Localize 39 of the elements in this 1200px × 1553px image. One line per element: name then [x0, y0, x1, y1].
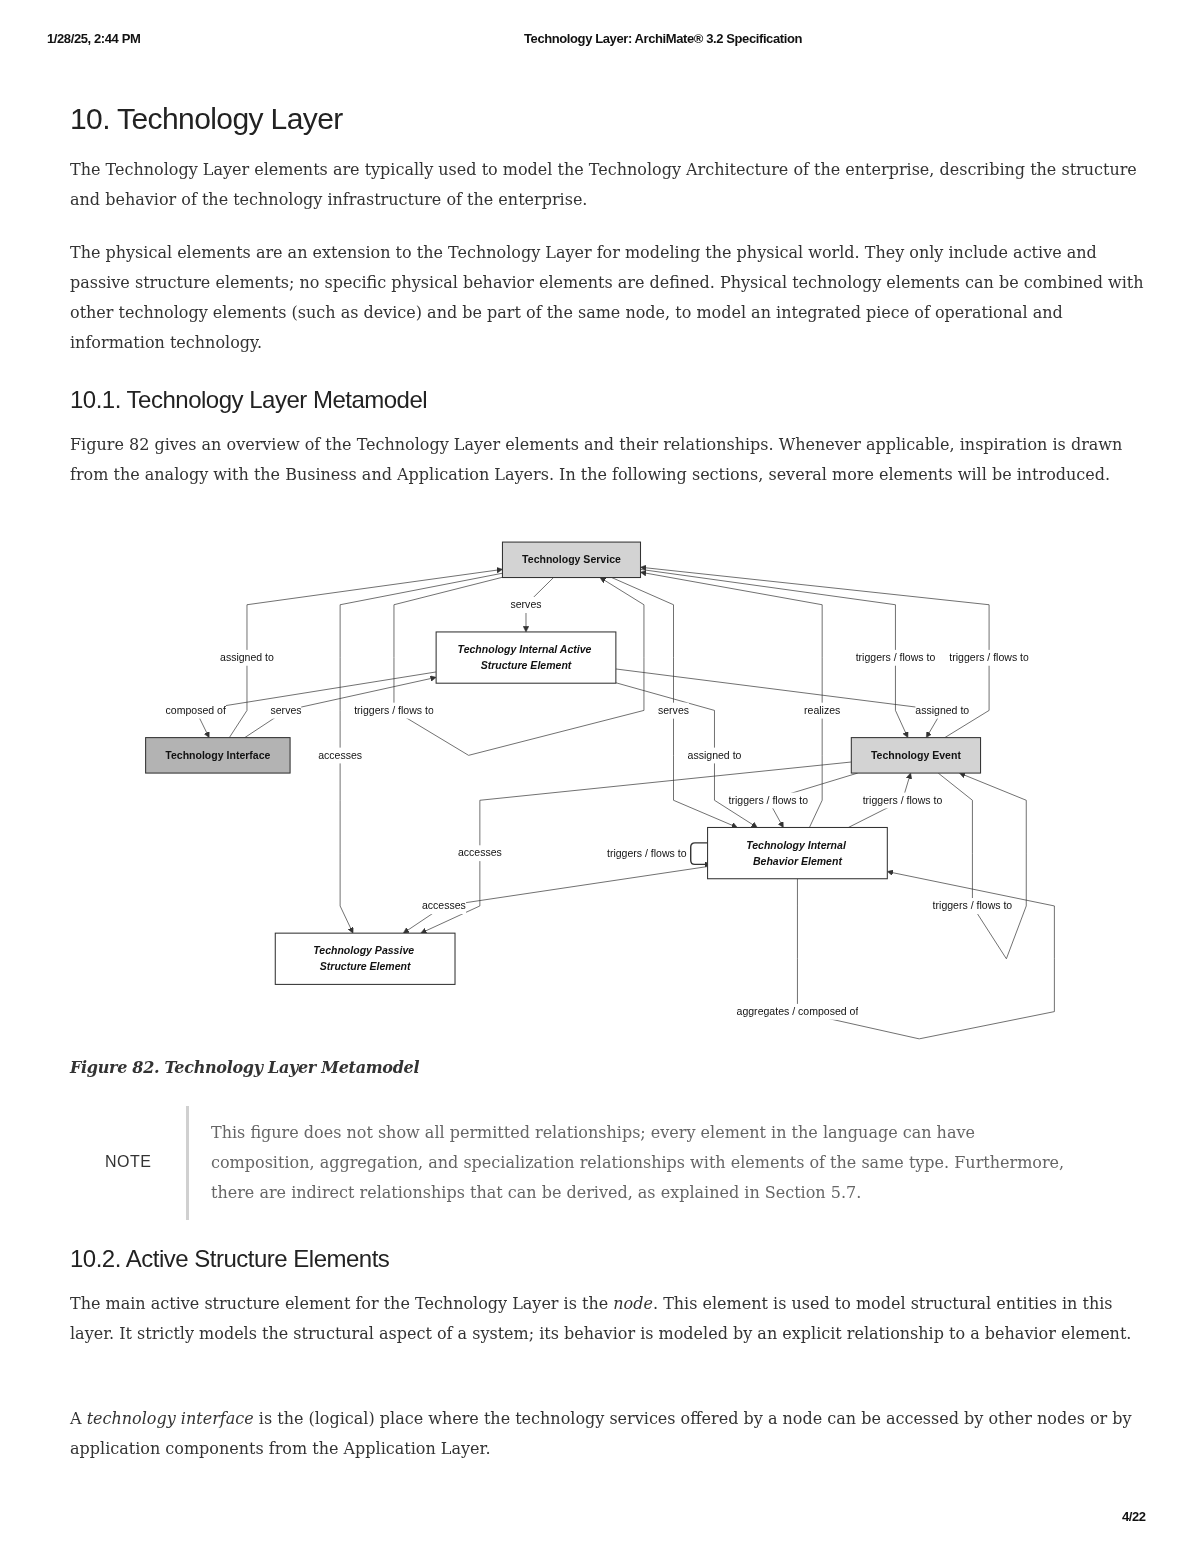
node-box: Technology Internal Active Structure Element: [435, 631, 617, 684]
section-heading: 10.2. Active Structure Elements: [70, 1245, 390, 1273]
section-heading: 10.1. Technology Layer Metamodel: [70, 386, 428, 414]
edge-label: triggers / flows to: [949, 651, 1029, 664]
page-number: 4/22: [1122, 1509, 1146, 1524]
edge-label: assigned to: [220, 651, 274, 664]
node-box: Technology Event: [850, 737, 982, 774]
edge-label: accesses: [457, 846, 502, 859]
edge-label: triggers / flows to: [862, 793, 943, 806]
paragraph: Figure 82 gives an overview of the Technology Layer elements and their relationships. Whenever applicable, inspiration is drawn from the analogy with the Business and Application Layers. In the following sections, several more elements will be introduced.: [70, 434, 1124, 486]
paragraph: A technology interface is the (logical) place where the technology services offered by a node can be accessed by other nodes or by application components from the Application Layer.: [70, 1408, 1133, 1460]
node-box: Technology Passive Structure Element: [274, 932, 456, 985]
edge-label: serves: [657, 703, 690, 716]
node-box: Technology Internal Behavior Element: [707, 826, 888, 880]
paragraph: The main active structure element for the Technology Layer is the node. This element is used to model structural entities in this layer. It strictly models the structural aspect of a system; its behavior is modeled by an explicit relationship to a behavior element.: [70, 1293, 1133, 1345]
edge-label: serves: [270, 703, 302, 716]
edge-label: assigned to: [915, 703, 970, 716]
edge-label: serves: [510, 598, 542, 611]
edge-label: triggers / flows to: [932, 899, 1013, 912]
edge-label: assigned to: [687, 748, 742, 761]
edge-label: triggers / flows to: [354, 703, 434, 716]
edge-label: accesses: [421, 899, 466, 912]
edge-label: realizes: [804, 703, 841, 716]
edge-label: aggregates / composed of: [736, 1005, 859, 1018]
edge-label: composed of: [165, 703, 226, 716]
node-box: Technology Service: [501, 541, 642, 579]
paragraph: The Technology Layer elements are typically used to model the Technology Architecture of the enterprise, describing the structure and behavior of the technology infrastructure of the enterprise.: [70, 159, 1138, 211]
note-text: This figure does not show all permitted relationships; every element in the language can have composition, aggregation, and specialization relationships with elements of the same type. Furthermore, there are indirect relationships that can be derived, as explained in Section 5.7.: [211, 1122, 1066, 1204]
edge-label: accesses: [318, 748, 363, 761]
figure-caption: Figure 82. Technology Layer Metamodel: [70, 1058, 420, 1077]
edge-label: triggers / flows to: [607, 847, 687, 860]
edge-label: triggers / flows to: [855, 651, 936, 664]
paragraph: The physical elements are an extension to the Technology Layer for modeling the physical world. They only include active and passive structure elements; no specific physical behavior elements are defined. Physical technology elements can be combined with other technology elements (such as device) and be part of the same node, to model an integrated piece of operational and information technology.: [70, 242, 1145, 354]
node-box: Technology Interface: [145, 737, 291, 774]
note-label: NOTE: [105, 1153, 152, 1171]
header-title: Technology Layer: ArchiMate® 3.2 Specification: [524, 31, 802, 46]
header-timestamp: 1/28/25, 2:44 PM: [47, 31, 141, 46]
page-heading: 10. Technology Layer: [70, 102, 343, 136]
edge-label: triggers / flows to: [728, 793, 809, 806]
